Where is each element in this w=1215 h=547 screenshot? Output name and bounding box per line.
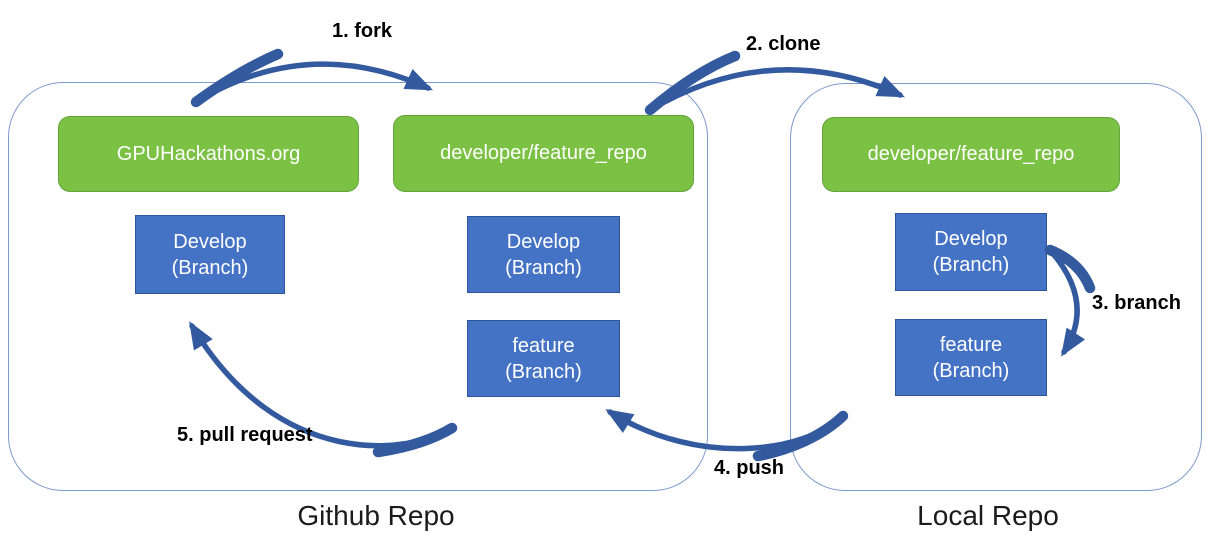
node-label: GPUHackathons.org: [116, 142, 301, 165]
branch-name: Develop: [506, 230, 581, 253]
node-forked-repo-github: developer/feature_repo: [393, 115, 694, 192]
step-label-branch: 3. branch: [1092, 292, 1181, 314]
branch-suffix: (Branch): [505, 360, 582, 383]
node-develop-branch-local: Develop (Branch): [895, 213, 1047, 291]
branch-suffix: (Branch): [932, 359, 1010, 382]
branch-suffix: (Branch): [932, 254, 1010, 276]
node-label: developer/feature_repo: [867, 143, 1075, 165]
github-repo-label: Github Repo: [297, 500, 455, 531]
node-label: developer/feature_repo: [440, 142, 647, 164]
branch-name: feature: [939, 333, 1003, 356]
node-develop-branch-origin: Develop (Branch): [135, 215, 285, 294]
branch-suffix: (Branch): [505, 256, 582, 279]
local-repo-label: Local Repo: [917, 500, 1059, 531]
branch-name: Develop: [173, 230, 247, 253]
node-gpuhackathons-org: GPUHackathons.org: [58, 116, 359, 192]
branch-name: feature: [512, 334, 575, 357]
branch-suffix: (Branch): [171, 256, 249, 279]
step-label-pull-request: 5. pull request: [177, 424, 313, 446]
local-repo-container: [790, 83, 1202, 491]
node-cloned-repo-local: developer/feature_repo: [822, 117, 1120, 192]
node-feature-branch-fork: feature (Branch): [467, 320, 620, 397]
step-label-fork: 1. fork: [332, 20, 393, 42]
step-label-clone: 2. clone: [746, 33, 821, 55]
branch-name: Develop: [934, 228, 1008, 250]
step-label-push: 4. push: [714, 457, 785, 479]
node-feature-branch-local: feature (Branch): [895, 319, 1047, 396]
node-develop-branch-fork: Develop (Branch): [467, 216, 620, 293]
